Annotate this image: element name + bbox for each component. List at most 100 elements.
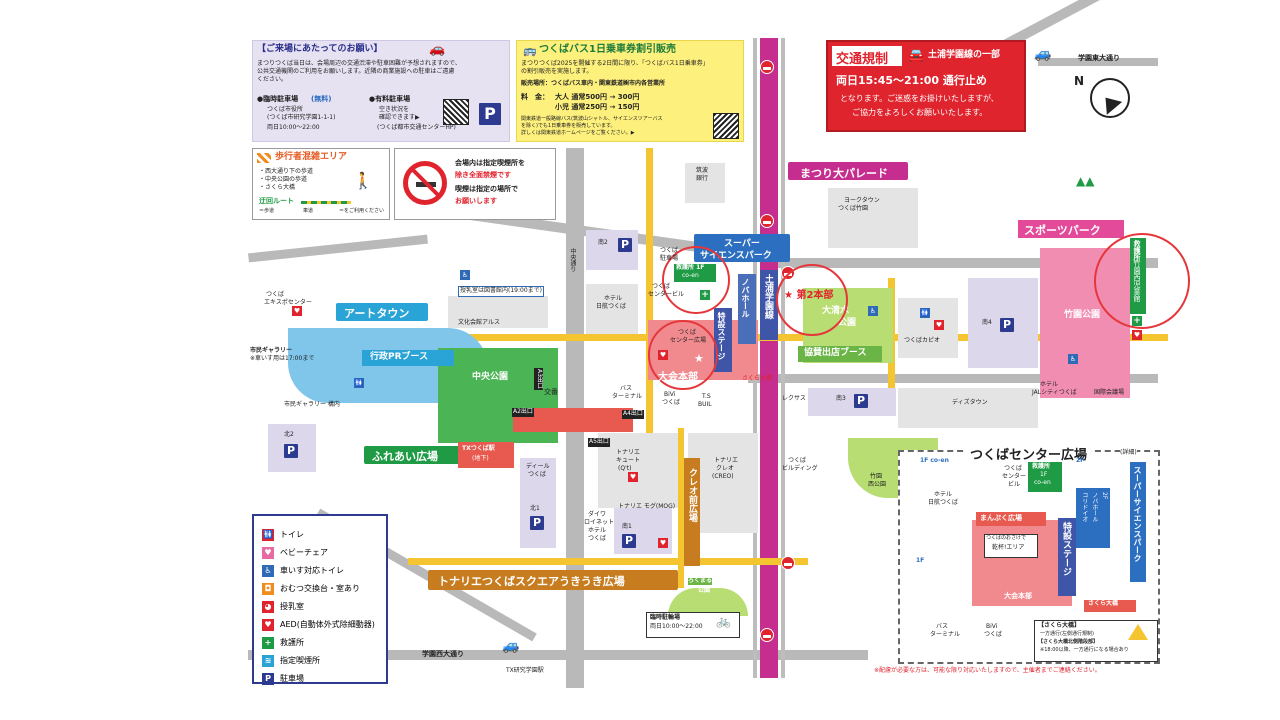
temp-parking-time: 両日10:00〜22:00	[267, 124, 320, 131]
tx-station-label-2: (地下)	[472, 455, 489, 462]
building-york	[828, 188, 918, 248]
toilet-icon: ♿	[460, 270, 470, 280]
highlight-circle-main-hq	[648, 320, 718, 390]
road-east-upper	[778, 258, 1158, 268]
building-north1	[520, 458, 556, 548]
yellow-road-horizontal	[428, 334, 1168, 341]
paid-parking-hp: (つくば都市交通センターHP)	[377, 124, 456, 131]
inset-main-hq: 大会本部	[1004, 592, 1032, 600]
special-stage-label: 特設ステージ	[717, 312, 726, 360]
inset-stage: 特設ステージ	[1061, 522, 1071, 576]
tsukuba-center-bldg-label-1: つくば	[652, 283, 671, 290]
detour-label: 迂回ルート	[259, 197, 294, 205]
south3-label: 南3	[836, 395, 846, 402]
tsuchiura-line-label-box	[760, 270, 778, 340]
baby-hours-label: 授乳室は図書館内(19:00まで)	[458, 286, 544, 297]
bivi-label-1: BiVi	[664, 391, 676, 398]
daiwa-label-2: ロイネット	[584, 519, 615, 526]
gakuen-east-label: 学園東大通り	[1078, 54, 1120, 62]
bus-icon: 🚌	[523, 44, 537, 57]
warning-stripe-icon	[257, 153, 271, 163]
fureai-label: ふれあい広場	[372, 450, 438, 463]
inset-caution-1: 一方通行(左側通行規制)	[1040, 631, 1094, 637]
bus-title: つくばバス1日乗車券割引販売	[539, 44, 676, 55]
inset-sakura-banner	[1084, 600, 1136, 612]
yellow-road-central	[678, 428, 684, 588]
art-town-banner	[336, 303, 428, 321]
capio-label: つくばカピオ	[904, 337, 941, 344]
building-bunka	[448, 296, 548, 328]
tx-station-box	[458, 442, 514, 468]
pedestrian-item-3: ・さくら大橋	[259, 184, 296, 191]
dmitree-label-2: つくば	[528, 471, 547, 478]
inset-nova-1: コリドイオ	[1080, 492, 1088, 522]
baby-chair-icon: ♥	[262, 546, 274, 559]
parade-banner	[788, 162, 908, 180]
toilet-icon-3: 🚻	[920, 308, 930, 318]
parade-route	[760, 38, 778, 678]
inset-caution-3: ※18:00以降、一方通行になる場合あり	[1040, 647, 1129, 653]
hotel-nikko-label-2: 日航つくば	[596, 303, 627, 310]
qr-code-icon[interactable]	[443, 99, 469, 125]
tonarie-cute-label-1: トナリエ	[616, 449, 641, 456]
south1-label: 南1	[622, 523, 632, 530]
paid-parking-desc-2: 確認できます▶	[379, 114, 420, 121]
parking-south2-icon: P	[618, 238, 632, 252]
inset-sakura: さくら大橋	[1088, 600, 1119, 607]
ts-build-label-2: BUIL	[698, 401, 712, 408]
building-tonarie-cute	[598, 433, 678, 508]
ts-build-label-1: T.S	[702, 393, 711, 400]
paid-parking-title: ●有料駐車場	[369, 95, 411, 103]
takezono-west-label-2: 西公園	[868, 481, 887, 488]
bus-qr-code-icon[interactable]	[713, 113, 739, 139]
bus-desc-2: の割引販売を実施します。	[521, 68, 593, 75]
bus-panel: 🚌 つくばバス1日乗車券割引販売 まつりつくば2025を開催する2日間に限り、「…	[516, 40, 744, 142]
compass-icon	[1090, 78, 1130, 118]
inset-stage-box	[1058, 518, 1076, 596]
tx-station-label-1: TXつくば駅	[462, 445, 495, 452]
legend-item: ♥AED(自動体外式除細動器)	[262, 614, 375, 631]
no-entry-sign-top	[760, 60, 774, 74]
building-capio	[898, 298, 958, 358]
first-aid-icon: +	[262, 636, 274, 649]
traffic-title-box	[832, 46, 902, 66]
smoking-line-4: お願いします	[455, 197, 497, 205]
warning-triangle-icon	[1128, 624, 1148, 640]
civic-gallery-label-2: ※車いす用は17:00まで	[250, 355, 315, 362]
legend-item-label: ベビーチェア	[280, 548, 328, 557]
creo-plaza-box	[684, 458, 700, 566]
legend-item-label: 車いす対応トイレ	[280, 566, 344, 575]
legend-item-label: おむつ交換台・室あり	[280, 584, 360, 593]
inset-center-bldg-2: センター	[1002, 473, 1027, 480]
notice-body-3: ください。	[257, 76, 288, 83]
wheelchair-icon: ♿	[868, 306, 878, 316]
walking-people-icon: 🚶	[353, 171, 373, 190]
building-south3	[808, 388, 896, 416]
central-park-label: 中央公園	[472, 372, 509, 382]
inset-co-en: 1F co-en	[920, 457, 949, 464]
tsukuba-bank-label-2: 銀行	[696, 175, 709, 182]
inset-hotel-1: ホテル	[934, 491, 953, 498]
legend-item-label: 救護所	[280, 638, 304, 647]
okumizu-label-2: 公園	[838, 318, 857, 328]
parking-icon: P	[479, 103, 501, 125]
road-gakuen-west	[248, 650, 868, 660]
bus-fee-adult: 大人 通常500円 → 300円	[555, 93, 640, 101]
tonarie-mog-label: トナリエ モグ(MOG)	[618, 503, 676, 510]
building-disney	[898, 388, 1038, 428]
daiwa-label-4: つくば	[588, 535, 607, 542]
smoking-line-3: 喫煙は指定の場所で	[455, 185, 518, 193]
inset-caution-2: 【さくら大橋北側階段部】	[1038, 639, 1099, 645]
sports-park-banner	[1018, 220, 1124, 238]
highlight-circle-second-hq	[776, 264, 848, 336]
super-science-label-2: サイエンスパーク	[700, 251, 772, 261]
traffic-note-1: となります。ご迷惑をお掛けいたしますが、	[840, 94, 999, 103]
lexus-label: レクサス	[782, 395, 806, 402]
inset-2f: 2F	[1076, 457, 1085, 464]
no-entry-sign-right	[781, 556, 795, 570]
bus-note-2: を除く)でも1日乗車券を販売しています。	[521, 123, 616, 129]
main-hq-label: 大会本部	[658, 372, 698, 383]
tsuchiura-line-label: 土浦学園線	[763, 274, 773, 319]
hotel-jal-label-1: ホテル	[1040, 381, 1059, 388]
inset-bivi-2: つくば	[984, 631, 1003, 638]
